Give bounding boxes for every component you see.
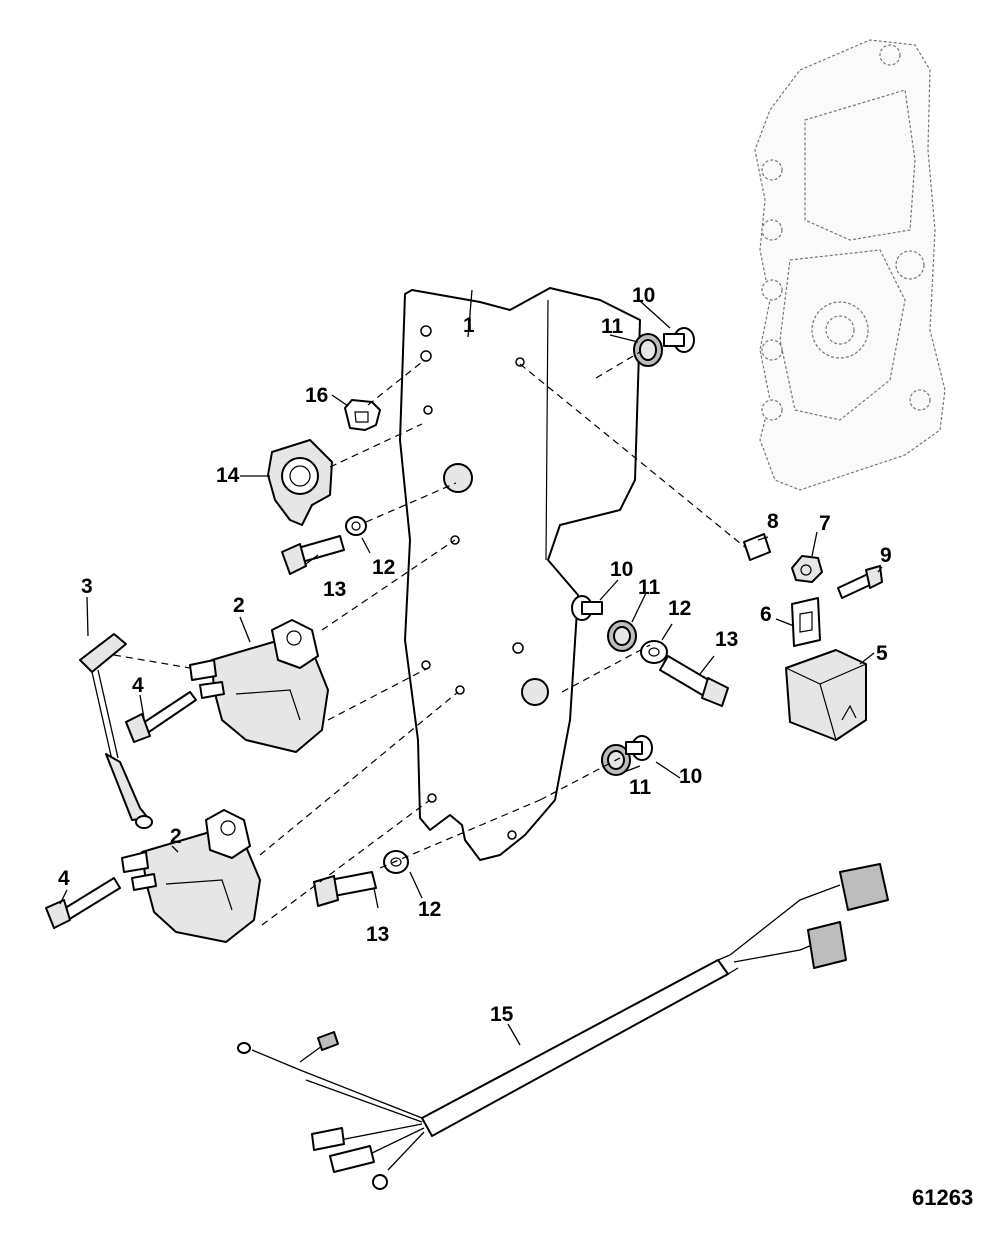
callout-10-lower: 10 [679, 765, 702, 788]
callout-14: 14 [216, 464, 240, 487]
nut [791, 555, 823, 583]
callout-16: 16 [305, 384, 328, 407]
callout-13-middle: 13 [715, 628, 738, 651]
callout-12-middle: 12 [668, 597, 691, 620]
sleeve-middle [571, 595, 603, 621]
diagram-reference-number: 61263 [912, 1185, 973, 1210]
ignition-coil-upper [189, 619, 329, 753]
washer-upper [345, 516, 367, 536]
callout-12-upper: 12 [372, 556, 395, 579]
callout-2-lower: 2 [170, 825, 182, 848]
coil-bolt-upper [125, 691, 197, 743]
callout-10-middle: 10 [610, 558, 633, 581]
washer-middle [640, 640, 668, 664]
wiring-harness [237, 863, 889, 1190]
relay [785, 649, 867, 741]
callout-5: 5 [876, 642, 888, 665]
spark-plug-lead [79, 633, 153, 829]
callout-11-upper: 11 [601, 315, 624, 338]
callout-11-middle: 11 [638, 576, 661, 599]
screw [837, 565, 883, 599]
callout-13-upper: 13 [323, 578, 346, 601]
callout-12-lower: 12 [418, 898, 441, 921]
assembly-lines [113, 351, 747, 926]
callout-4-upper: 4 [132, 674, 144, 697]
sensor-bracket [267, 439, 333, 526]
coil-bolt-lower [45, 877, 121, 929]
callout-11-lower: 11 [629, 776, 652, 799]
callout-10-upper: 10 [632, 284, 655, 307]
sleeve-lower [625, 735, 653, 761]
callout-4-lower: 4 [58, 867, 70, 890]
callouts: 1 2 2 3 4 4 5 6 7 8 9 10 10 10 11 11 11 … [58, 284, 892, 1026]
mounting-plate [399, 287, 641, 861]
washer-lower [383, 850, 409, 874]
callout-2-upper: 2 [233, 594, 245, 617]
callout-13-lower: 13 [366, 923, 389, 946]
callout-15: 15 [490, 1003, 514, 1026]
callout-3: 3 [81, 575, 93, 598]
bolt-middle-right [659, 655, 729, 707]
bolt-lower [313, 871, 377, 907]
callout-6: 6 [760, 603, 772, 626]
callout-9: 9 [880, 544, 892, 567]
engine-housing-outline [754, 39, 946, 491]
grommet-upper [633, 333, 663, 367]
grommet-middle [607, 620, 637, 652]
leader-lines [59, 289, 883, 1046]
callout-1: 1 [463, 314, 475, 337]
relay-bracket [791, 597, 821, 647]
callout-7: 7 [819, 512, 831, 535]
callout-8: 8 [767, 510, 779, 533]
clip [344, 399, 381, 431]
ignition-coil-lower [121, 809, 261, 943]
bushing [743, 533, 771, 561]
bolt-upper [281, 535, 345, 575]
sleeve-upper [663, 327, 695, 353]
